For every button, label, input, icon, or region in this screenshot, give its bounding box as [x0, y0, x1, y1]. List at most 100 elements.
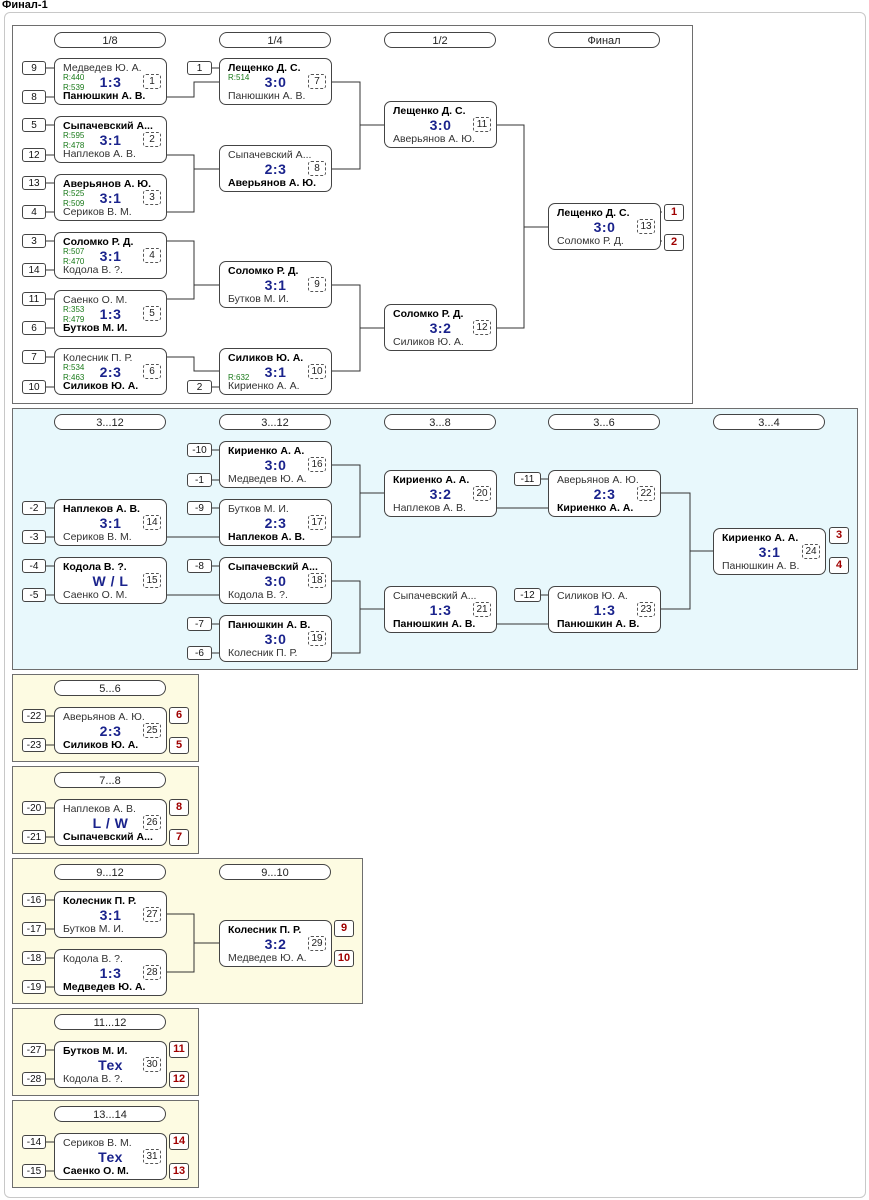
seed-box: 12: [22, 148, 46, 162]
seed-box: 1: [187, 61, 212, 75]
rating-top: R:353: [63, 305, 85, 314]
match-number: 30: [143, 1057, 161, 1072]
round-header: 1/4: [219, 32, 331, 48]
seed-box: -7: [187, 617, 212, 631]
match-player-bottom: Кириенко А. А.: [228, 380, 300, 392]
match-number: 10: [308, 364, 326, 379]
match-player-bottom: Сериков В. М.: [63, 206, 132, 218]
round-header: Финал: [548, 32, 660, 48]
match-score: 2:3: [593, 486, 616, 502]
match-number: 15: [143, 573, 161, 588]
seed-box: 14: [22, 263, 46, 277]
seed-box: -10: [187, 443, 212, 457]
round-header: 9...12: [54, 864, 166, 880]
match-number: 27: [143, 907, 161, 922]
match-player-bottom: Панюшкин А. В.: [393, 618, 476, 630]
match-number: 31: [143, 1149, 161, 1164]
seed-box: 6: [22, 321, 46, 335]
match-score: 3:0: [429, 117, 452, 133]
seed-box: -12: [514, 588, 541, 602]
seed-box: -11: [514, 472, 541, 486]
place-box: 9: [334, 920, 354, 937]
match-player-bottom: Соломко Р. Д.: [557, 235, 624, 247]
match-player-bottom: Силиков Ю. А.: [393, 336, 464, 348]
rating-top: R:514: [228, 73, 250, 82]
place-box: 6: [169, 707, 189, 724]
seed-box: 10: [22, 380, 46, 394]
place-box: 4: [829, 557, 849, 574]
rating-top: R:507: [63, 247, 85, 256]
place-box: 2: [664, 234, 684, 251]
match-player-top: Наплеков А. В.: [63, 503, 140, 515]
round-header: 3...6: [548, 414, 660, 430]
seed-box: -15: [22, 1164, 46, 1178]
seed-box: 5: [22, 118, 46, 132]
match-number: 23: [637, 602, 655, 617]
place-box: 11: [169, 1041, 189, 1058]
match-player-top: Наплеков А. В.: [63, 803, 136, 815]
match-player-top: Колесник П. Р.: [63, 352, 133, 364]
match-score: 3:2: [429, 486, 452, 502]
seed-box: -16: [22, 893, 46, 907]
rating-top: R:595: [63, 131, 85, 140]
match-number: 6: [143, 364, 161, 379]
match-score: 3:0: [264, 631, 287, 647]
seed-box: -4: [22, 559, 46, 573]
place-box: 13: [169, 1163, 189, 1180]
match-score: 1:3: [99, 306, 122, 322]
match-player-top: Бутков М. И.: [228, 503, 289, 515]
round-header: 1/8: [54, 32, 166, 48]
match-score: Тех: [98, 1057, 123, 1073]
seed-box: -19: [22, 980, 46, 994]
match-player-top: Кириенко А. А.: [228, 445, 305, 457]
match-score: 3:0: [264, 74, 287, 90]
match-player-top: Силиков Ю. А.: [228, 352, 304, 364]
match-score: 3:1: [99, 132, 122, 148]
place-box: 1: [664, 204, 684, 221]
match-player-bottom: Наплеков А. В.: [228, 531, 305, 543]
round-header: 3...12: [219, 414, 331, 430]
seed-box: -18: [22, 951, 46, 965]
round-header: 13...14: [54, 1106, 166, 1122]
match-score: 3:0: [593, 219, 616, 235]
seed-box: -2: [22, 501, 46, 515]
match-player-bottom: Бутков М. И.: [63, 923, 124, 935]
rating-top: R:534: [63, 363, 85, 372]
match-player-bottom: Аверьянов А. Ю.: [228, 177, 317, 189]
seed-box: -23: [22, 738, 46, 752]
place-box: 14: [169, 1133, 189, 1150]
match-player-bottom: Кодола В. ?.: [63, 264, 123, 276]
match-score: L / W: [92, 815, 129, 831]
